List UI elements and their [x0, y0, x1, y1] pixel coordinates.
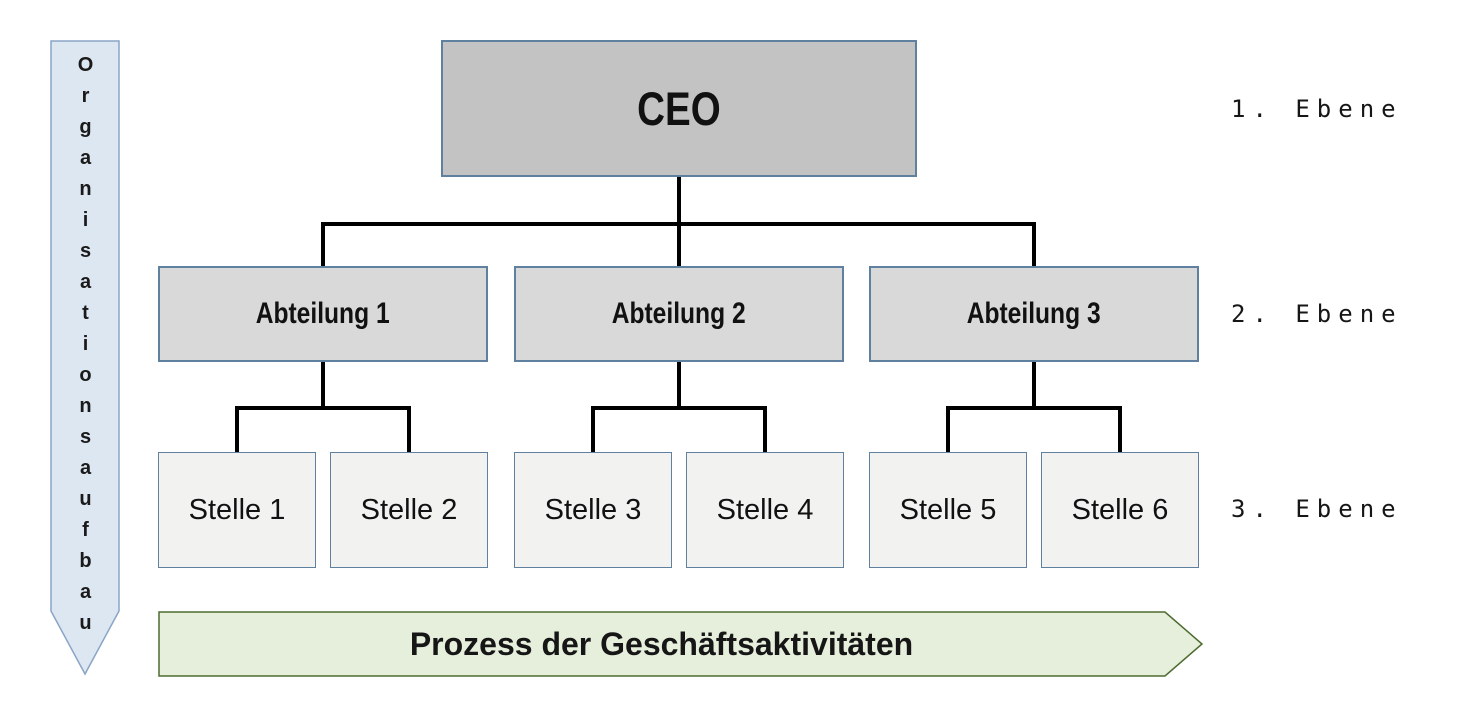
- connector-abteilung2-horizontal: [591, 406, 767, 410]
- node-abteilung-3-label: Abteilung 3: [967, 297, 1101, 330]
- connector-abteilung1-stem: [321, 362, 325, 406]
- connector-drop-stelle5: [946, 406, 950, 452]
- org-structure-axis-arrow: Organisationsaufbau: [50, 40, 120, 676]
- connector-abteilung3-stem: [1032, 362, 1036, 406]
- right-arrow-shape-icon: [158, 611, 1204, 677]
- connector-drop-stelle6: [1118, 406, 1122, 452]
- connector-drop-abteilung3: [1032, 222, 1036, 266]
- node-stelle-4-label: Stelle 4: [716, 493, 814, 526]
- connector-drop-stelle1: [235, 406, 239, 452]
- node-abteilung-1: Abteilung 1: [158, 266, 488, 362]
- connector-ceo-stem: [677, 177, 681, 222]
- level-label-1-ebene: 1. Ebene: [1231, 95, 1403, 123]
- process-arrow: Prozess der Geschäftsaktivitäten: [158, 611, 1204, 677]
- connector-drop-abteilung1: [321, 222, 325, 266]
- process-arrow-label: Prozess der Geschäftsaktivitäten: [409, 625, 914, 662]
- connector-drop-stelle3: [591, 406, 595, 452]
- connector-abteilung2-stem: [677, 362, 681, 406]
- level-label-2-ebene: 2. Ebene: [1231, 300, 1403, 328]
- node-stelle-6-label: Stelle 6: [1071, 493, 1169, 526]
- node-ceo-label: CEO: [637, 82, 721, 135]
- level-label-3-ebene: 3. Ebene: [1231, 495, 1403, 523]
- connector-abteilung3-horizontal: [946, 406, 1122, 410]
- connector-abteilung1-horizontal: [235, 406, 411, 410]
- node-abteilung-3: Abteilung 3: [869, 266, 1199, 362]
- connector-drop-stelle4: [763, 406, 767, 452]
- node-stelle-5-label: Stelle 5: [899, 493, 997, 526]
- connector-drop-abteilung2: [677, 222, 681, 266]
- down-arrow-shape-icon: [50, 40, 120, 676]
- node-stelle-1-label: Stelle 1: [188, 493, 286, 526]
- node-stelle-3: Stelle 3: [514, 452, 672, 568]
- node-stelle-1: Stelle 1: [158, 452, 316, 568]
- node-abteilung-1-label: Abteilung 1: [256, 297, 390, 330]
- org-axis-label: Organisationsaufbau: [74, 54, 97, 643]
- node-stelle-2-label: Stelle 2: [360, 493, 458, 526]
- node-ceo: CEO: [441, 40, 917, 177]
- node-stelle-4: Stelle 4: [686, 452, 844, 568]
- node-stelle-6: Stelle 6: [1041, 452, 1199, 568]
- node-abteilung-2: Abteilung 2: [514, 266, 844, 362]
- node-abteilung-2-label: Abteilung 2: [612, 297, 746, 330]
- node-stelle-3-label: Stelle 3: [544, 493, 642, 526]
- node-stelle-5: Stelle 5: [869, 452, 1027, 568]
- connector-drop-stelle2: [407, 406, 411, 452]
- node-stelle-2: Stelle 2: [330, 452, 488, 568]
